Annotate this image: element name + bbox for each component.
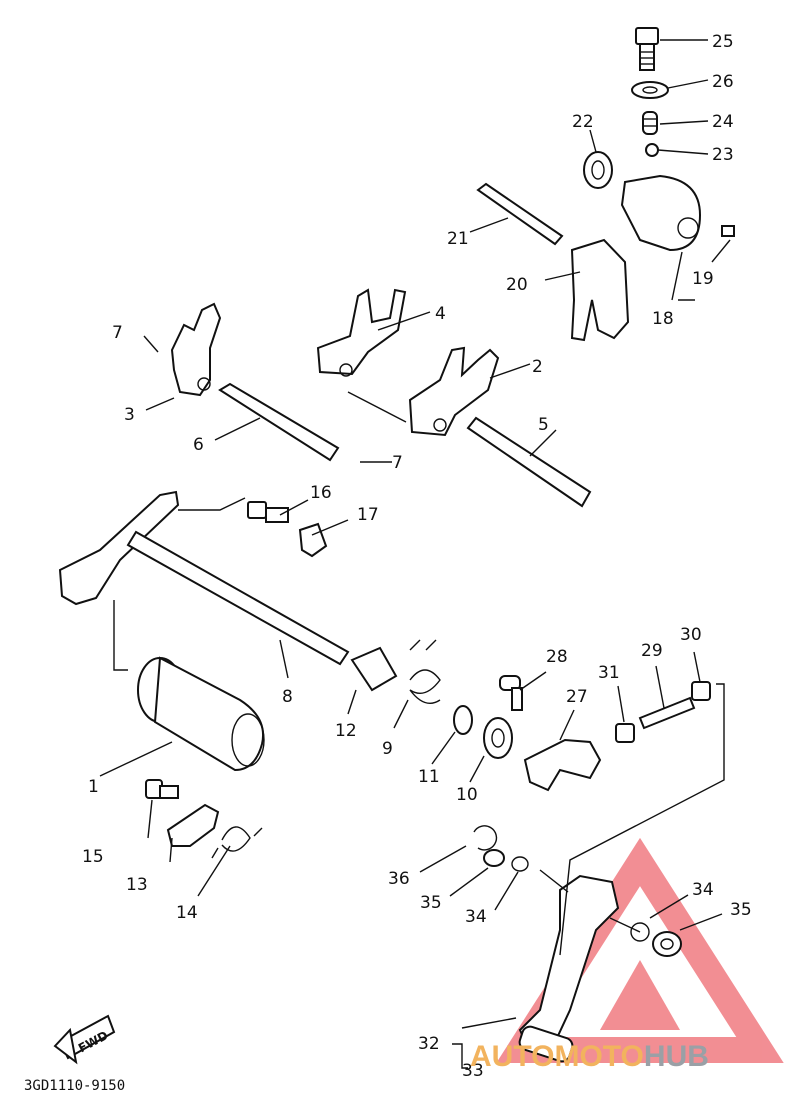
part-label: 7	[392, 453, 403, 473]
part-label: 7	[112, 323, 123, 343]
part-label: 21	[447, 229, 469, 249]
part-label: 29	[641, 641, 663, 661]
part-label: 26	[712, 72, 734, 92]
part-label: 19	[692, 269, 714, 289]
watermark-text: AUTOMOTOHUB	[470, 1040, 709, 1073]
part-label: 15	[82, 847, 104, 867]
part-label: 34	[692, 880, 714, 900]
part-label: 11	[418, 767, 440, 787]
watermark-suffix: HUB	[644, 1040, 709, 1073]
part-label: 31	[598, 663, 620, 683]
part-label: 30	[680, 625, 702, 645]
part-label: 12	[335, 721, 357, 741]
part-label: 35	[730, 900, 752, 920]
part-label: 24	[712, 112, 734, 132]
part-label: 5	[538, 415, 549, 435]
leader-lines	[99, 39, 731, 1069]
part-label: 34	[465, 907, 487, 927]
part-label: 28	[546, 647, 568, 667]
part-label: 33	[462, 1061, 484, 1081]
part-labels: 1 2 3 4 5 6 7 7 8 9 10 11 12 13 14 15 16…	[82, 32, 752, 1081]
part-label: 3	[124, 405, 135, 425]
part-label: 13	[126, 875, 148, 895]
part-label: 35	[420, 893, 442, 913]
watermark-prefix: AUTOMOTO	[470, 1040, 644, 1073]
part-label: 14	[176, 903, 198, 923]
part-label: 27	[566, 687, 588, 707]
diagram-code: 3GD1110-9150	[24, 1078, 125, 1094]
part-label: 6	[193, 435, 204, 455]
part-label: 1	[88, 777, 99, 797]
part-label: 17	[357, 505, 379, 525]
part-label: 32	[418, 1034, 440, 1054]
part-label: 8	[282, 687, 293, 707]
part-label: 4	[435, 304, 446, 324]
part-label: 2	[532, 357, 543, 377]
part-label: 23	[712, 145, 734, 165]
part-label: 20	[506, 275, 528, 295]
part-label: 22	[572, 112, 594, 132]
part-label: 10	[456, 785, 478, 805]
part-label: 16	[310, 483, 332, 503]
parts-art	[53, 27, 735, 1065]
part-label: 18	[652, 309, 674, 329]
part-label: 25	[712, 32, 734, 52]
part-label: 36	[388, 869, 410, 889]
part-label: 9	[382, 739, 393, 759]
